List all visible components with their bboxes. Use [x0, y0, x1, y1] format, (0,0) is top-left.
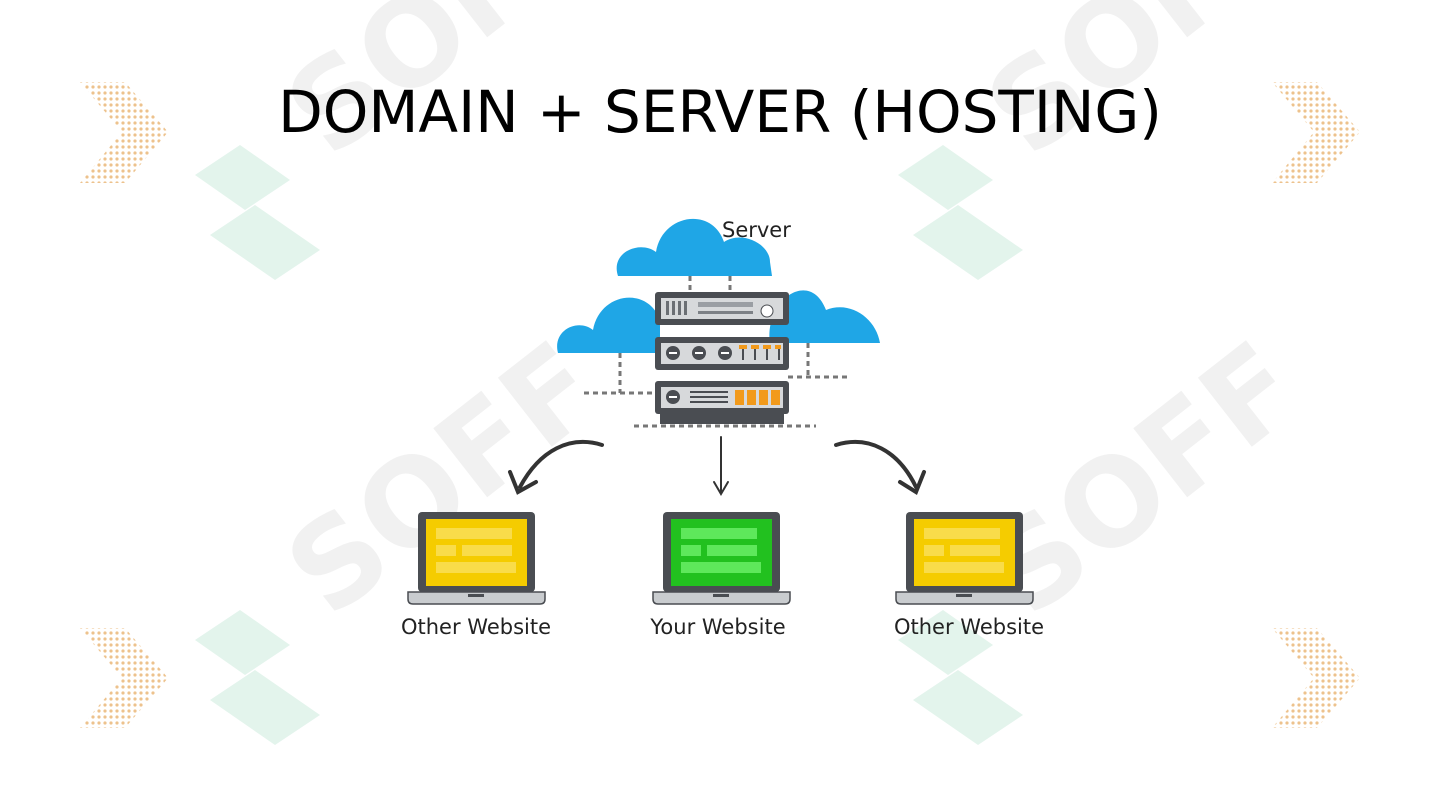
- site-label-other-right: Other Website: [894, 615, 1044, 639]
- chevron-decoration-bottom-right: [1272, 628, 1360, 728]
- chevron-decoration-bottom-left: [80, 628, 168, 728]
- chevron-decoration-top-left: [80, 82, 168, 183]
- arrow-center-head: [713, 481, 729, 496]
- site-label-other-left: Other Website: [401, 615, 551, 639]
- chevron-decoration-top-right: [1272, 82, 1360, 183]
- laptop-icon-your-website: [652, 512, 791, 605]
- site-label-your-website: Your Website: [649, 615, 785, 639]
- server-label: Server: [722, 218, 791, 242]
- cloud-icon-top: [616, 218, 772, 276]
- arrow-left: [518, 440, 604, 489]
- cloud-icon-left: [557, 297, 660, 353]
- cloud-icon-right: [769, 290, 880, 343]
- arrow-left-head: [508, 470, 538, 495]
- arrow-right: [834, 440, 918, 489]
- laptop-icon-other-right: [895, 512, 1034, 605]
- slide-title: DOMAIN + SERVER (HOSTING): [278, 78, 1162, 146]
- server-icon: [655, 292, 789, 424]
- laptop-icon-other-left: [407, 512, 546, 605]
- watermark-logo-marks: [195, 145, 1023, 745]
- arrow-right-head: [898, 470, 926, 495]
- arrows: [508, 436, 926, 496]
- network-lines: [584, 276, 850, 428]
